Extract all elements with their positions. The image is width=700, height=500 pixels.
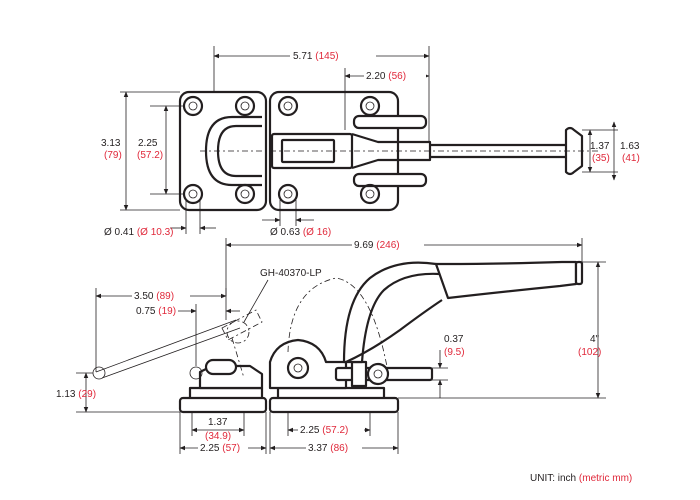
dim-hole-dia-large: Ø 0.63 (Ø 16) — [270, 227, 331, 238]
dim-hole-pitch-inch: 2.25 — [138, 138, 158, 149]
dim-plunger-dia-mm: (9.5) — [444, 347, 465, 358]
dim-base-spacing-left: 2.25 (57) — [200, 443, 240, 454]
side-view: 9.69 (246) GH-40370-LP 3.50 (89) 0.75 (1… — [56, 238, 606, 454]
dim-handle-width-mm: (35) — [592, 153, 610, 164]
dim-base-spacing-right: 2.25 (57.2) — [300, 425, 348, 436]
dim-handle-rise-inch: 4" — [590, 334, 600, 345]
dim-plunger-dia-inch: 0.37 — [444, 334, 464, 345]
dim-overall-length-top: 5.71 (145) — [293, 51, 339, 62]
dim-base-height-inch: 3.13 — [101, 138, 121, 149]
unit-note: UNIT: inch (metric mm) — [530, 473, 632, 484]
side-base-plate-left — [178, 396, 268, 414]
dim-handle-height-inch: 1.63 — [620, 141, 640, 152]
dim-base-height-mm: (79) — [104, 150, 122, 161]
dim-handle-height-mm: (41) — [622, 153, 640, 164]
dim-handle-rise-mm: (102) — [578, 347, 601, 358]
dim-hole-dia-small: Ø 0.41 (Ø 10.3) — [104, 227, 174, 238]
dim-overall-length-side: 9.69 (246) — [354, 240, 400, 251]
part-number-callout: GH-40370-LP — [260, 268, 322, 279]
dim-plunger-travel: 3.50 (89) — [134, 291, 174, 302]
dim-handle-width-inch: 1.37 — [590, 141, 610, 152]
side-handle-grip — [434, 260, 578, 300]
dim-base-hole-spacing-inch: 1.37 — [208, 417, 228, 428]
dim-base-hole-spacing-mm: (34.9) — [205, 431, 231, 442]
dim-plunger-offset: 0.75 (19) — [136, 306, 176, 317]
dim-base-overall-right: 3.37 (86) — [308, 443, 348, 454]
top-view: 5.71 (145) 2.20 (56) 3.13 (79) 2.25 (57.… — [101, 46, 640, 238]
dim-plunger-height: 1.13 (29) — [56, 389, 96, 400]
dim-handle-offset-top: 2.20 (56) — [366, 71, 406, 82]
side-base-plate-right — [268, 396, 400, 414]
dim-hole-pitch-mm: (57.2) — [137, 150, 163, 161]
side-plunger-rod — [204, 358, 238, 376]
